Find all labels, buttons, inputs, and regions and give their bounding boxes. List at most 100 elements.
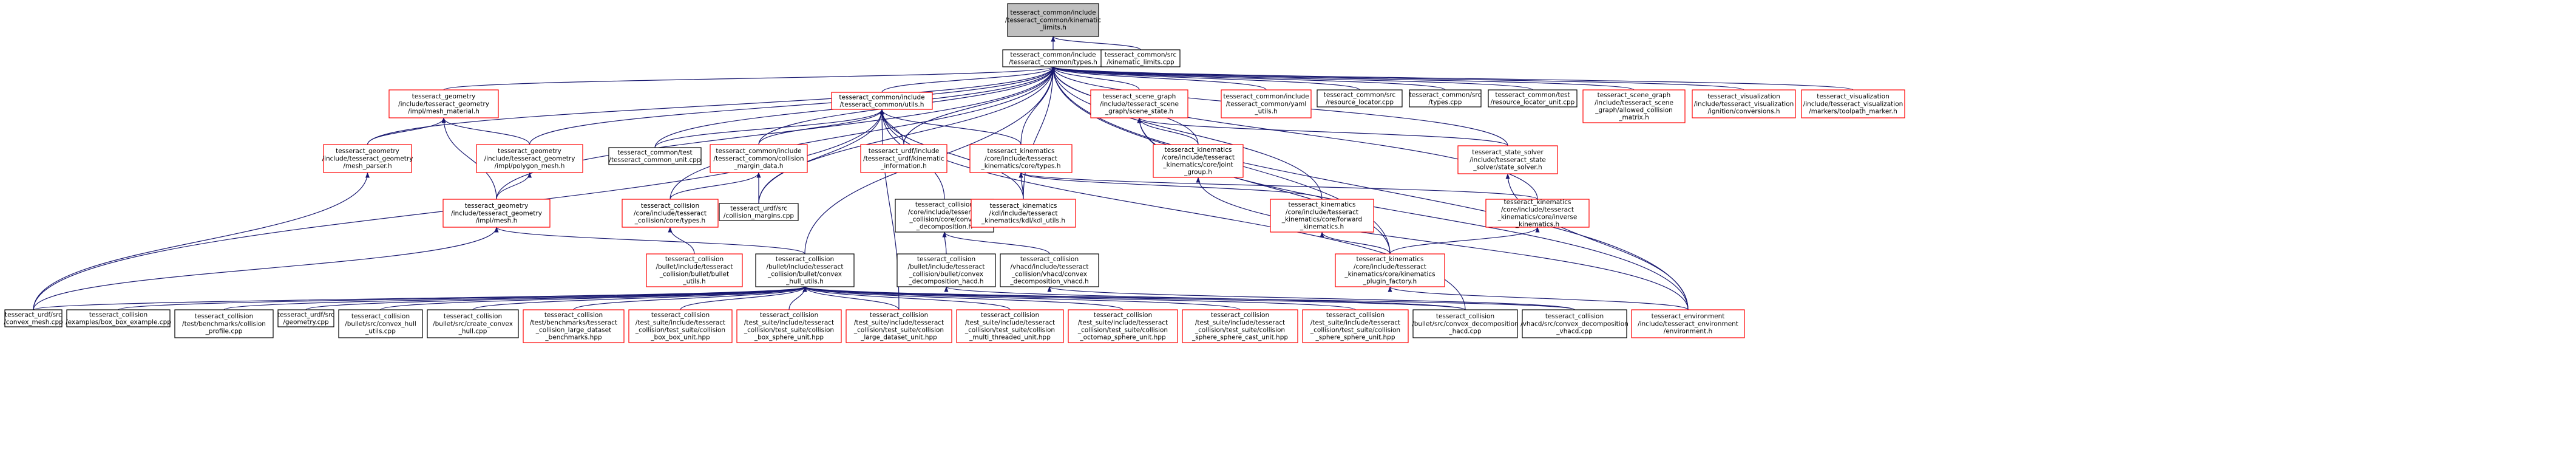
dependency-edge	[1051, 36, 1141, 50]
file-node[interactable]: tesseract_collision/bullet/include/tesse…	[755, 253, 855, 287]
node-label-line: tesseract_collision	[444, 313, 502, 320]
file-node[interactable]: tesseract_urdf/src/convex_mesh.cpp	[4, 309, 63, 327]
file-node[interactable]: tesseract_kinematics/kdl/include/tessera…	[971, 199, 1076, 228]
node-label-line: tesseract_kinematics	[1504, 199, 1571, 206]
file-node[interactable]: tesseract_collision/test_suite/include/t…	[956, 309, 1064, 343]
dependency-edge	[1388, 286, 1689, 310]
file-node[interactable]: tesseract_geometry/include/tesseract_geo…	[322, 144, 413, 173]
file-node[interactable]: tesseract_collision/test_suite/include/t…	[1302, 309, 1409, 343]
file-node[interactable]: tesseract_collision/bullet/include/tesse…	[646, 253, 743, 287]
node-label-line: _collision/test_suite/collision	[1310, 327, 1400, 334]
node-box	[755, 253, 855, 287]
file-node[interactable]: tesseract_geometry/include/tesseract_geo…	[476, 144, 583, 173]
node-label-line: /test_suite/include/tesseract	[965, 319, 1055, 326]
node-box	[710, 144, 808, 173]
file-node[interactable]: tesseract_kinematics/core/include/tesser…	[1485, 199, 1590, 228]
node-label-line: /include/tesseract_geometry	[484, 155, 575, 162]
node-box	[427, 309, 519, 338]
node-label-line: tesseract_common/include	[839, 94, 924, 101]
node-label-line: _hull.cpp	[458, 328, 487, 335]
file-node[interactable]: tesseract_urdf/include/tesseract_urdf/ki…	[860, 144, 947, 173]
dependency-edge	[1051, 66, 1446, 91]
node-label-line: _collision/test_suite/collision	[635, 327, 725, 334]
file-node[interactable]: tesseract_common/include/tesseract_commo…	[710, 144, 808, 173]
file-node[interactable]: tesseract_kinematics/core/include/tesser…	[1153, 144, 1244, 178]
dependency-edge	[942, 231, 1050, 255]
dependency-edge	[802, 286, 900, 310]
file-node[interactable]: tesseract_common/test/tesseract_common_u…	[608, 147, 702, 165]
node-box	[1302, 309, 1409, 343]
file-node[interactable]: tesseract_common/src/resource_locator.cp…	[1317, 89, 1403, 108]
node-label-line: /tesseract_common/types.h	[1009, 59, 1097, 66]
file-node[interactable]: tesseract_collision/examples/box_box_exa…	[66, 309, 171, 327]
node-label-line: tesseract_visualization	[1817, 93, 1889, 100]
node-box	[1801, 89, 1905, 118]
file-node[interactable]: tesseract_collision/test_suite/include/t…	[1068, 309, 1178, 343]
node-label-line: _collision/test_suite/collision	[964, 327, 1055, 334]
dependency-edge	[668, 227, 695, 255]
file-node[interactable]: tesseract_geometry/include/tesseract_geo…	[388, 89, 499, 118]
file-node[interactable]: tesseract_common/src/kinematic_limits.cp…	[1100, 49, 1181, 67]
node-box	[846, 309, 952, 343]
node-label-line: tesseract_collision	[89, 311, 147, 318]
file-node[interactable]: tesseract_collision/vhacd/src/convex_dec…	[1520, 309, 1629, 338]
file-node[interactable]: tesseract_collision/test/benchmarks/coll…	[174, 309, 274, 338]
file-node[interactable]: tesseract_geometry/include/tesseract_geo…	[442, 199, 551, 228]
node-label-line: _profile.cpp	[205, 328, 243, 335]
file-node[interactable]: tesseract_kinematics/core/include/tesser…	[969, 144, 1073, 173]
node-label-line: /test_suite/include/tesseract	[1195, 319, 1285, 326]
node-box	[277, 309, 334, 327]
node-label-line: /test_suite/include/tesseract	[1310, 319, 1400, 326]
file-node[interactable]: tesseract_kinematics/core/include/tesser…	[1335, 253, 1445, 287]
file-node[interactable]: tesseract_scene_graph/include/tesseract_…	[1582, 89, 1686, 123]
file-node[interactable]: tesseract_collision/test_suite/include/t…	[846, 309, 952, 343]
node-box	[1582, 89, 1686, 123]
file-node[interactable]: tesseract_collision/bullet/src/convex_hu…	[338, 309, 423, 338]
file-node[interactable]: tesseract_visualization/include/tesserac…	[1692, 89, 1796, 118]
node-box	[860, 144, 947, 173]
file-node[interactable]: tesseract_collision/bullet/src/create_co…	[427, 309, 519, 338]
file-node[interactable]: tesseract_common/src/types.cpp	[1409, 89, 1482, 108]
file-node[interactable]: tesseract_urdf/src/geometry.cpp	[277, 309, 334, 327]
node-label-line: _margin_data.h	[733, 163, 783, 170]
file-node[interactable]: tesseract_common/test/resource_locator_u…	[1488, 89, 1578, 108]
file-node[interactable]: tesseract_scene_graph/include/tesseract_…	[1090, 89, 1188, 118]
dependency-edge	[1051, 66, 1533, 91]
dependency-edge	[669, 172, 761, 200]
node-label-line: _box_box_unit.hpp	[650, 334, 710, 341]
node-label-line: tesseract_collision	[665, 256, 724, 263]
node-box	[608, 147, 702, 165]
dependency-edge	[680, 286, 807, 310]
node-label-line: _utils.cpp	[365, 328, 396, 335]
node-label-line: _kinematics/kdl/kdl_utils.h	[981, 217, 1065, 225]
node-label-line: tesseract_scene_graph	[1103, 93, 1176, 100]
node-label-line: _collision/core/convex	[909, 216, 979, 224]
node-label-line: /tesseract_urdf/kinematic	[863, 155, 944, 162]
file-node[interactable]: tesseract_collision/core/include/tessera…	[622, 199, 719, 228]
node-box	[1317, 89, 1403, 108]
file-node[interactable]: tesseract_visualization/include/tesserac…	[1801, 89, 1905, 118]
dependency-edge	[758, 109, 884, 145]
node-label-line: tesseract_common/test	[617, 149, 692, 156]
dependency-edge	[1019, 172, 1024, 200]
file-node[interactable]: tesseract_urdf/src/collision_margins.cpp	[719, 203, 799, 221]
file-node[interactable]: tesseract_common/include/tesseract_commo…	[1221, 89, 1312, 118]
file-node[interactable]: tesseract_state_solver/include/tesseract…	[1457, 145, 1558, 174]
node-label-line: tesseract_kinematics	[1357, 256, 1424, 263]
file-node[interactable]: tesseract_collision/test_suite/include/t…	[736, 309, 842, 343]
node-label-line: tesseract_collision	[917, 256, 975, 263]
node-label-line: _vhacd.cpp	[1556, 328, 1593, 335]
file-node[interactable]: tesseract_collision/vhacd/include/tesser…	[1000, 253, 1099, 287]
file-node[interactable]: tesseract_collision/bullet/include/tesse…	[897, 253, 996, 287]
file-node[interactable]: tesseract_collision/test_suite/include/t…	[1182, 309, 1298, 343]
file-node[interactable]: tesseract_collision/test_suite/include/t…	[628, 309, 733, 343]
file-node[interactable]: tesseract_collision/bullet/src/convex_de…	[1412, 309, 1519, 338]
node-label-line: /include/tesseract_geometry	[398, 100, 489, 108]
file-node[interactable]: tesseract_common/include/tesseract_commo…	[831, 92, 933, 110]
file-node[interactable]: tesseract_common/include/tesseract_commo…	[1002, 49, 1104, 67]
file-node[interactable]: tesseract_kinematics/core/include/tesser…	[1270, 199, 1374, 233]
node-box	[523, 309, 625, 343]
file-node[interactable]: tesseract_collision/test/benchmarks/tess…	[523, 309, 625, 343]
file-node[interactable]: tesseract_environment/include/tesseract_…	[1631, 309, 1745, 338]
node-label-line: _utils.h	[682, 278, 705, 286]
